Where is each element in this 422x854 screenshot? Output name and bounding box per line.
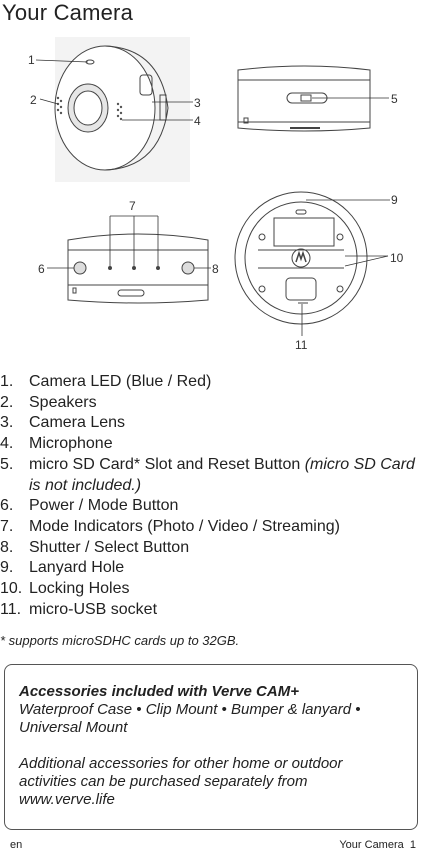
callout-1: 1 bbox=[28, 53, 35, 67]
callout-10: 10 bbox=[390, 251, 404, 265]
camera-back-view bbox=[234, 191, 368, 325]
accessories-list: Waterproof Case • Clip Mount • Bumper & … bbox=[19, 701, 361, 736]
callout-11: 11 bbox=[295, 338, 308, 352]
list-item: 9.Lanyard Hole bbox=[0, 559, 125, 577]
list-item: 1.Camera LED (Blue / Red) bbox=[0, 373, 212, 390]
list-item: 10.Locking Holes bbox=[0, 580, 130, 598]
callout-2: 2 bbox=[30, 93, 37, 107]
list-item: 5.micro SD Card* Slot and Reset Button (… bbox=[0, 455, 415, 494]
parts-list: 1.Camera LED (Blue / Red) 2.Speakers 3.C… bbox=[0, 372, 420, 620]
list-item: 11.micro-USB socket bbox=[0, 600, 158, 618]
callout-6: 6 bbox=[38, 262, 45, 276]
page-title: Your Camera bbox=[2, 0, 134, 25]
footer-section: Your Camera bbox=[339, 839, 404, 851]
list-item-note: (micro SD Card is not included.) bbox=[29, 455, 415, 494]
callout-4: 4 bbox=[194, 114, 201, 128]
list-item-label: micro SD Card* Slot and Reset Button bbox=[29, 455, 305, 473]
camera-side-view bbox=[237, 65, 371, 132]
list-item: 7.Mode Indicators (Photo / Video / Strea… bbox=[0, 517, 340, 535]
list-item: 2.Speakers bbox=[0, 393, 97, 411]
list-item: 8.Shutter / Select Button bbox=[0, 538, 190, 556]
leader-lines bbox=[35, 59, 390, 336]
page-number: 1 bbox=[409, 839, 416, 851]
footer-language: en bbox=[10, 839, 23, 851]
callout-9: 9 bbox=[391, 193, 398, 207]
list-item: 6.Power / Mode Button bbox=[0, 497, 179, 515]
camera-diagram: 1 2 3 4 5 6 7 8 9 10 11 bbox=[28, 37, 404, 352]
list-item: 3.Camera Lens bbox=[0, 414, 126, 432]
footer-page-label: Your Camera 1 bbox=[339, 839, 416, 851]
accessories-box: Accessories included with Verve CAM+ Wat… bbox=[4, 664, 418, 830]
footnote: * supports microSDHC cards up to 32GB. bbox=[0, 633, 240, 648]
callout-8: 8 bbox=[212, 262, 219, 276]
callout-7: 7 bbox=[129, 199, 136, 213]
camera-top-view bbox=[67, 233, 209, 304]
callout-3: 3 bbox=[194, 96, 201, 110]
camera-front-view bbox=[54, 37, 190, 182]
accessories-heading: Accessories included with Verve CAM+ bbox=[19, 683, 299, 700]
accessories-additional: Additional accessories for other home or… bbox=[19, 755, 343, 808]
list-item: 4.Microphone bbox=[0, 435, 113, 453]
callout-5: 5 bbox=[391, 92, 398, 106]
